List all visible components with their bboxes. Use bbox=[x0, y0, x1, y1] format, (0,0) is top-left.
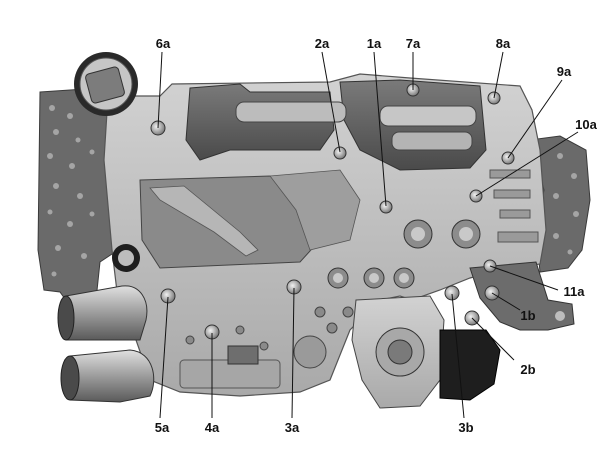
callout-2a: 2a bbox=[315, 36, 330, 51]
filter-cap bbox=[74, 52, 138, 116]
callout-10a: 10a bbox=[575, 117, 597, 132]
callout-3a: 3a bbox=[285, 420, 300, 435]
bolt-3b bbox=[444, 285, 460, 301]
callout-1a: 1a bbox=[367, 36, 382, 51]
callout-labels: 6a 2a 1a 7a 8a 9a 10a 11a 1b 2b 3b 3a 4a… bbox=[155, 36, 598, 435]
callout-9a: 9a bbox=[557, 64, 572, 79]
callout-2b: 2b bbox=[520, 362, 535, 377]
callout-8a: 8a bbox=[496, 36, 511, 51]
left-plate bbox=[37, 87, 121, 307]
callout-3b: 3b bbox=[458, 420, 473, 435]
callout-11a: 11a bbox=[564, 284, 586, 299]
valve-body bbox=[103, 73, 547, 397]
callout-7a: 7a bbox=[406, 36, 421, 51]
bolt-2a bbox=[333, 146, 347, 160]
fluid-pipes bbox=[57, 244, 155, 403]
callout-6a: 6a bbox=[156, 36, 171, 51]
leader-lines bbox=[157, 51, 579, 419]
actuator-motor bbox=[351, 295, 501, 409]
callout-4a: 4a bbox=[205, 420, 220, 435]
callout-5a: 5a bbox=[155, 420, 170, 435]
callout-1b: 1b bbox=[520, 308, 535, 323]
right-bracket bbox=[469, 261, 575, 331]
